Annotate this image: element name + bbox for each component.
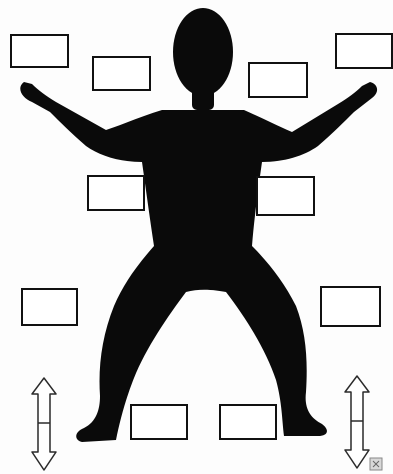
label-box-lower-right[interactable]	[320, 286, 381, 327]
label-box-middle-left[interactable]	[87, 175, 145, 211]
label-box-bottom-left[interactable]	[130, 404, 188, 440]
label-box-middle-right[interactable]	[256, 176, 315, 216]
label-box-upper-right-inner[interactable]	[248, 62, 308, 98]
double-headed-vertical-arrow-icon	[345, 376, 369, 468]
label-box-bottom-right[interactable]	[219, 404, 277, 440]
double-headed-vertical-arrow-icon	[32, 378, 56, 470]
label-box-lower-left[interactable]	[21, 288, 78, 326]
human-silhouette-icon	[20, 8, 377, 442]
label-box-upper-left-inner[interactable]	[92, 56, 151, 91]
label-box-top-right[interactable]	[335, 33, 393, 69]
corner-mark-icon	[370, 458, 382, 470]
label-box-top-left[interactable]	[10, 34, 69, 68]
